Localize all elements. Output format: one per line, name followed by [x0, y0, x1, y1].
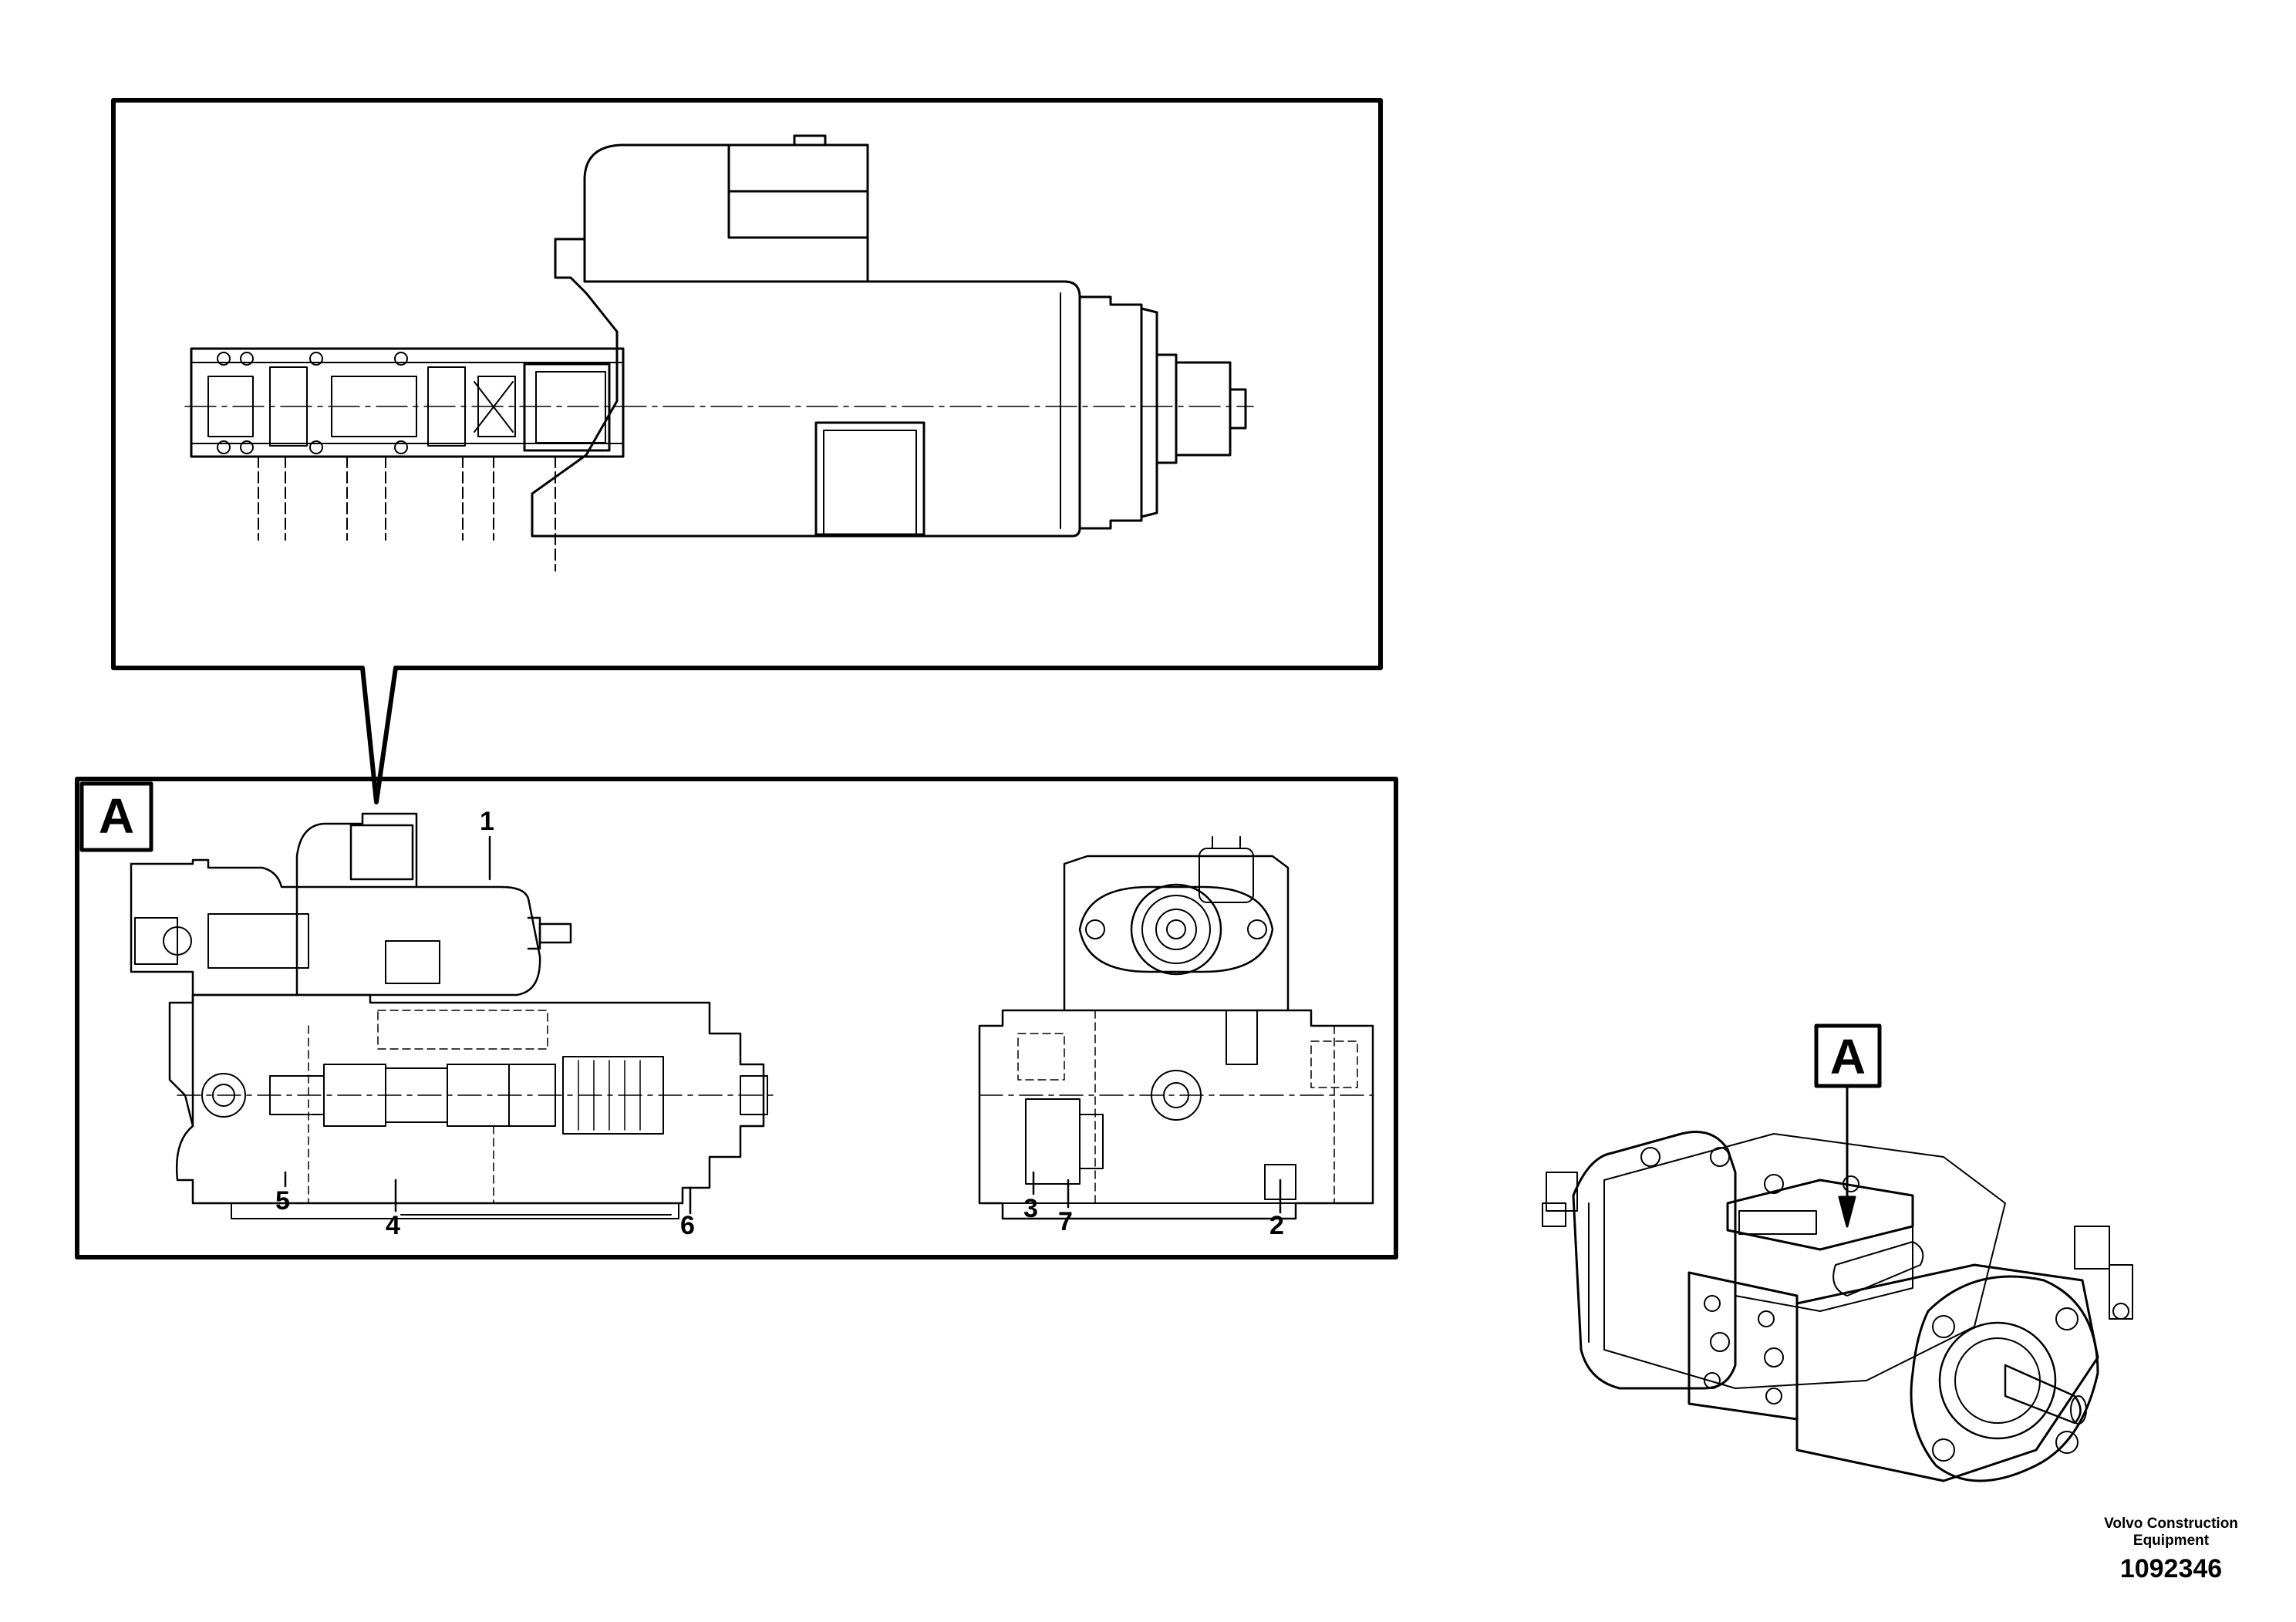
view-a-label: A [98, 788, 135, 844]
company-name-line1: Volvo Construction [2104, 1516, 2238, 1532]
pump-view-a-label-box [1814, 1023, 1882, 1088]
callout-1: 1 [480, 807, 494, 836]
callout-5: 5 [275, 1186, 290, 1216]
callout-3: 3 [1023, 1194, 1038, 1223]
company-name-line2: Equipment [2132, 1533, 2210, 1549]
pump-assembly [1542, 1084, 2133, 1482]
leader-lines [284, 835, 1282, 1215]
regulator-side-view [130, 812, 776, 1219]
regulator-end-view [978, 836, 1374, 1220]
solenoid-valve-detail [184, 134, 1254, 572]
detail-frame [111, 98, 1383, 804]
callout-6: 6 [680, 1211, 695, 1240]
callout-7: 7 [1058, 1207, 1073, 1236]
pump-view-a-label: A [1829, 1029, 1866, 1084]
document-number: 1092346 [2119, 1554, 2223, 1583]
callout-4: 4 [386, 1211, 400, 1240]
callout-2: 2 [1269, 1211, 1284, 1240]
view-a-frame [75, 777, 1398, 1259]
